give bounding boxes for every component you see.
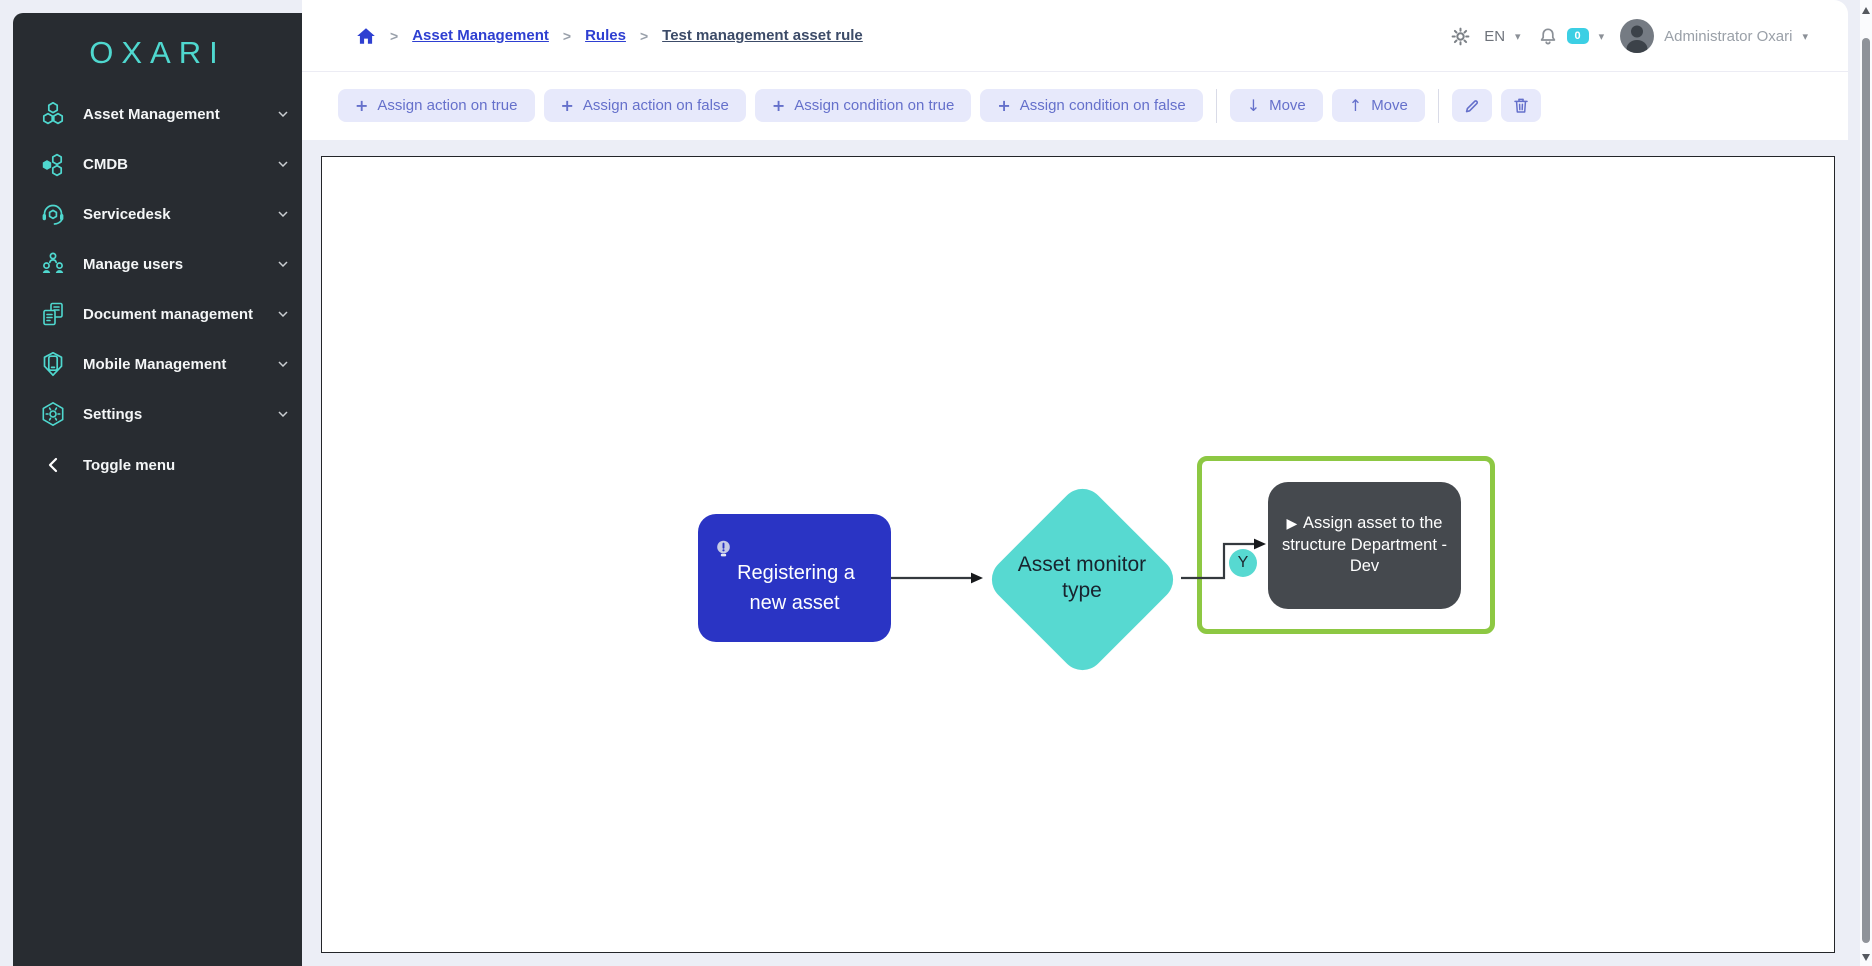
- chevron-down-icon: [278, 261, 288, 267]
- caret-down-icon[interactable]: ▾: [1802, 29, 1808, 43]
- gear-icon[interactable]: [1451, 27, 1470, 46]
- userbar: EN ▾ 0 ▾ Administrator Oxari ▾: [1451, 0, 1808, 72]
- app-logo[interactable]: OXARI: [89, 35, 226, 70]
- plus-icon: +: [355, 96, 369, 115]
- delete-button[interactable]: [1500, 89, 1541, 122]
- mobile-shield-icon: [39, 351, 66, 377]
- flow-node-condition[interactable]: [982, 479, 1183, 680]
- headset-icon: [39, 201, 66, 227]
- sidebar-item-document-management[interactable]: Document management: [13, 289, 302, 339]
- delete-icon: [1513, 97, 1529, 114]
- chevron-down-icon: [278, 411, 288, 417]
- breadcrumb-asset-management[interactable]: Asset Management: [412, 27, 549, 44]
- assign-condition-on-false-button[interactable]: + Assign condition on false: [980, 89, 1203, 122]
- move-down-button[interactable]: ↓ Move: [1229, 89, 1323, 122]
- chevron-left-icon: [39, 457, 66, 473]
- caret-down-icon[interactable]: ▾: [1515, 29, 1521, 43]
- hexagon-cluster-icon: [39, 101, 66, 127]
- action-node-label: ▶ Assign asset to the structure Departme…: [1281, 513, 1448, 576]
- toolbar-divider: [1215, 88, 1217, 123]
- toolbar-divider: [1437, 88, 1439, 123]
- toggle-menu-button[interactable]: Toggle menu: [13, 440, 302, 490]
- users-icon: [39, 251, 66, 277]
- breadcrumb-separator: >: [390, 27, 399, 44]
- edit-button[interactable]: [1451, 89, 1492, 122]
- sidebar-item-manage-users[interactable]: Manage users: [13, 239, 302, 289]
- assign-action-on-false-button[interactable]: + Assign action on false: [543, 89, 746, 122]
- sidebar-item-settings[interactable]: Settings: [13, 389, 302, 439]
- vertical-scrollbar: [1860, 0, 1872, 966]
- flow-canvas[interactable]: Registering a new asset Asset monitor ty…: [321, 156, 1835, 953]
- edit-icon: [1464, 98, 1480, 114]
- breadcrumb-separator: >: [639, 27, 649, 44]
- documents-icon: [39, 301, 66, 327]
- plus-icon: +: [560, 96, 574, 115]
- scroll-up-arrow[interactable]: [1862, 7, 1870, 14]
- move-up-button[interactable]: ↑ Move: [1331, 89, 1425, 122]
- play-icon: ▶: [1286, 515, 1298, 532]
- sidebar-nav: Asset Management CMDB: [13, 89, 302, 490]
- header: > Asset Management > Rules > Test manage…: [302, 0, 1848, 140]
- assign-condition-on-true-button[interactable]: + Assign condition on true: [754, 89, 972, 122]
- assign-action-on-true-button[interactable]: + Assign action on true: [338, 89, 535, 122]
- bell-icon[interactable]: [1539, 27, 1557, 46]
- home-icon[interactable]: [356, 27, 376, 45]
- sidebar-item-cmdb[interactable]: CMDB: [13, 139, 302, 189]
- gear-hexagon-icon: [39, 401, 66, 427]
- scrollbar-thumb[interactable]: [1862, 38, 1870, 943]
- notification-badge: 0: [1566, 28, 1589, 44]
- breadcrumb-separator: >: [562, 27, 572, 44]
- toolbar: + Assign action on true + Assign action …: [302, 72, 1848, 139]
- chevron-down-icon: [278, 211, 288, 217]
- breadcrumb-current-page[interactable]: Test management asset rule: [662, 27, 863, 44]
- bulb-icon: [714, 539, 875, 560]
- hexagon-nodes-icon: [39, 151, 66, 177]
- chevron-down-icon: [278, 311, 288, 317]
- move-up-icon: ↑: [1348, 96, 1363, 115]
- plus-icon: +: [997, 96, 1011, 115]
- chevron-down-icon: [278, 361, 288, 367]
- sidebar: OXARI Asset Management: [13, 13, 302, 966]
- start-node-label: Registering a new asset: [714, 539, 875, 617]
- breadcrumb-rules[interactable]: Rules: [585, 27, 626, 44]
- flow-node-action[interactable]: ▶ Assign asset to the structure Departme…: [1268, 482, 1461, 609]
- sidebar-item-asset-management[interactable]: Asset Management: [13, 89, 302, 139]
- sidebar-item-servicedesk[interactable]: Servicedesk: [13, 189, 302, 239]
- scroll-down-arrow[interactable]: [1862, 954, 1870, 961]
- sidebar-item-mobile-management[interactable]: Mobile Management: [13, 339, 302, 389]
- breadcrumb-row: > Asset Management > Rules > Test manage…: [302, 0, 1848, 72]
- plus-icon: +: [771, 96, 786, 115]
- edge-label-yes: Y: [1229, 549, 1257, 577]
- caret-down-icon[interactable]: ▾: [1598, 29, 1605, 43]
- chevron-down-icon: [278, 161, 288, 167]
- move-down-icon: ↓: [1246, 96, 1261, 115]
- language-selector[interactable]: EN: [1484, 27, 1506, 45]
- user-menu[interactable]: Administrator Oxari: [1664, 27, 1793, 45]
- avatar[interactable]: [1620, 19, 1655, 53]
- chevron-down-icon: [278, 111, 288, 117]
- flow-node-start[interactable]: Registering a new asset: [698, 514, 891, 642]
- breadcrumb: > Asset Management > Rules > Test manage…: [356, 27, 863, 45]
